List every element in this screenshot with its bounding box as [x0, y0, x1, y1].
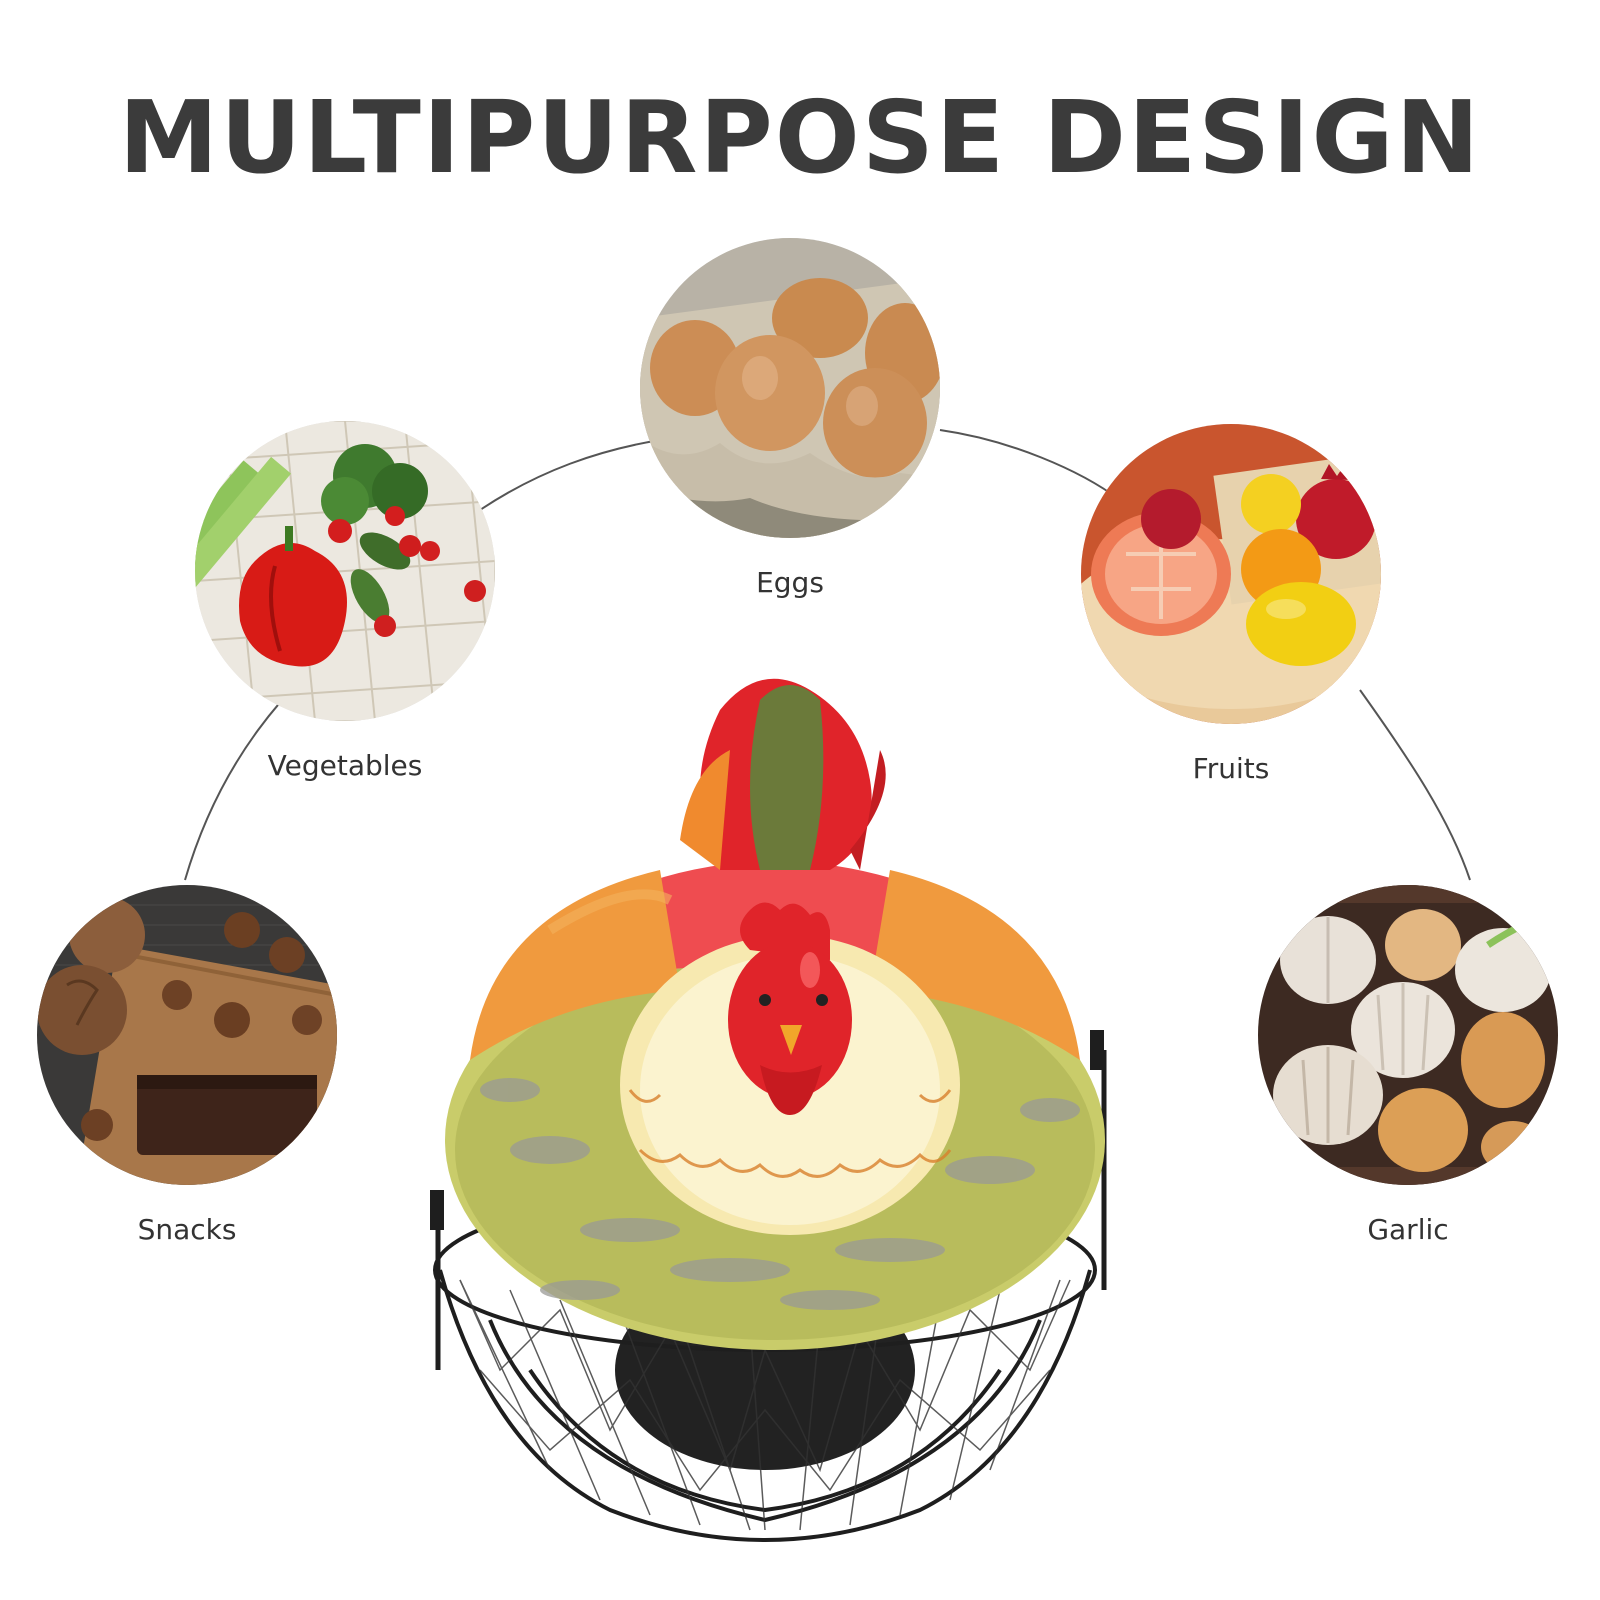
fruits-photo — [1081, 424, 1381, 724]
use-label-vegetables: Vegetables — [267, 749, 423, 782]
use-label-garlic: Garlic — [1367, 1213, 1449, 1246]
use-label-fruits: Fruits — [1192, 752, 1270, 785]
use-label-eggs: Eggs — [756, 566, 824, 599]
use-card-garlic: Garlic — [1253, 885, 1563, 1247]
page-title: MULTIPURPOSE DESIGN — [118, 79, 1482, 196]
use-card-eggs: Eggs — [635, 238, 945, 600]
use-card-snacks: Snacks — [32, 885, 342, 1247]
vegetables-photo — [195, 421, 495, 721]
use-card-vegetables: Vegetables — [190, 421, 500, 783]
use-card-fruits: Fruits — [1076, 424, 1386, 786]
rooster-egg-basket — [430, 670, 1150, 1580]
garlic-photo — [1258, 885, 1558, 1185]
use-label-snacks: Snacks — [137, 1213, 237, 1246]
snacks-photo — [37, 885, 337, 1185]
eggs-photo — [640, 238, 940, 538]
